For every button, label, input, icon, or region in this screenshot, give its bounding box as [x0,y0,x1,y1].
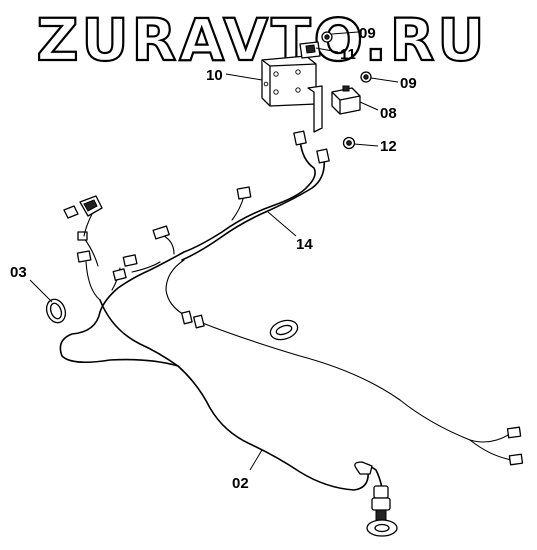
connectors-harness-14 [76,130,330,281]
harness-02 [59,299,383,491]
bolt-top [321,31,333,43]
mounting-bracket [261,55,323,133]
callout-09-right: 09 [400,75,417,92]
callout-03: 03 [10,264,27,281]
callout-12: 12 [380,138,397,155]
harness-branch-right [165,259,524,466]
relay-small [299,41,321,59]
callout-10: 10 [206,67,223,84]
bolt-right [360,71,372,83]
callout-11: 11 [340,46,356,63]
clip-03 [45,298,67,324]
callout-08: 08 [380,105,397,122]
pressure-switch [366,485,398,537]
callout-14: 14 [296,236,313,253]
callout-09-top: 09 [359,25,376,42]
relay-box [331,85,361,115]
bolt-12 [342,136,356,150]
watermark-text: ZURAVTO.RU [36,6,487,74]
main-harness [83,139,326,313]
clamp-middle [269,319,299,341]
callout-02: 02 [232,475,249,492]
sensor-connector-left [63,195,103,237]
callout-labels: 09 11 10 09 08 12 14 03 02 [10,25,417,492]
leader-lines [29,31,399,471]
